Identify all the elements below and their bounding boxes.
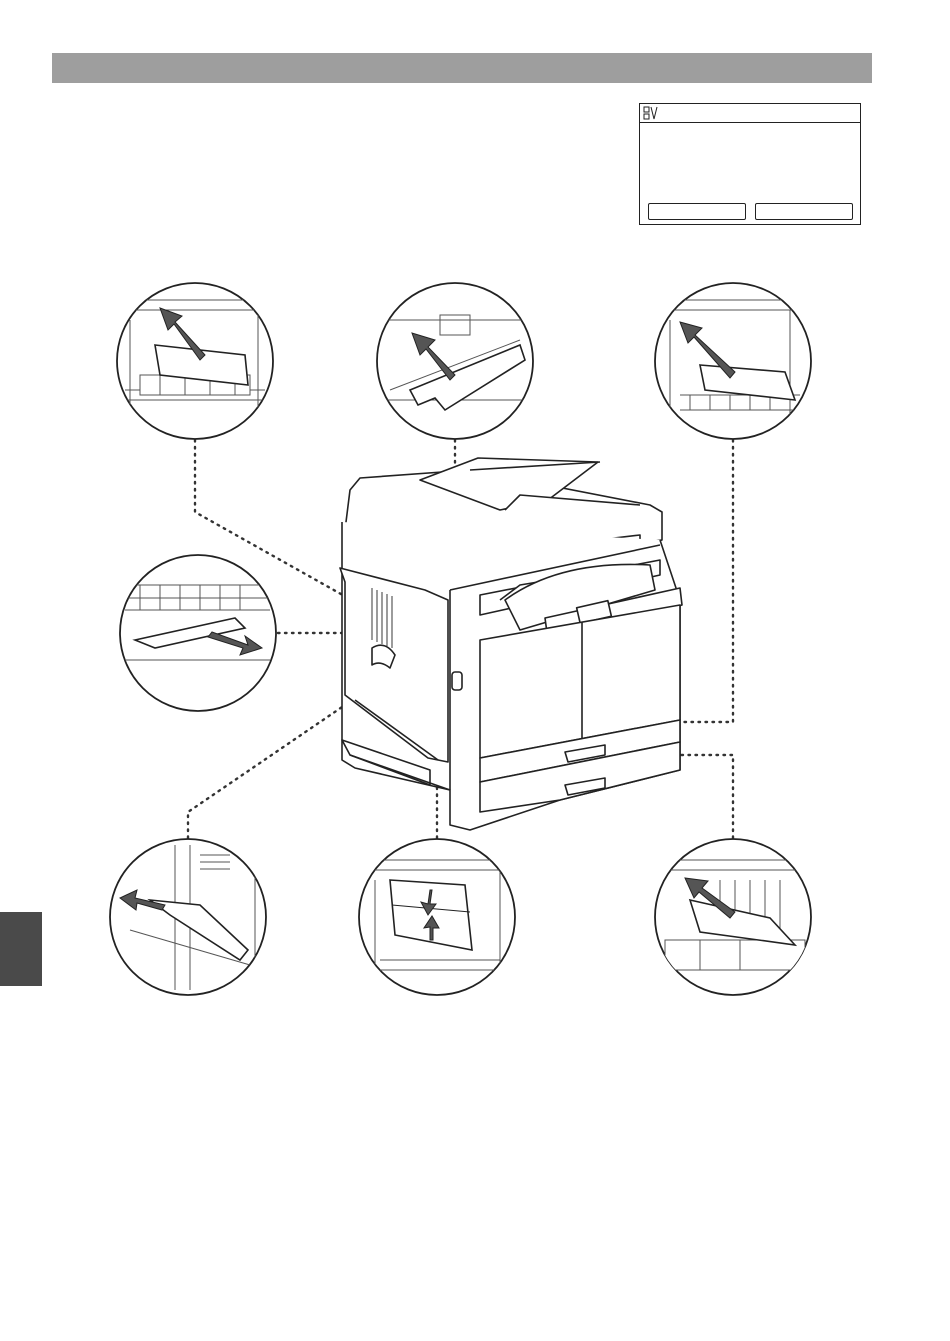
detail-circle-top-left <box>117 283 273 439</box>
detail-circle-bottom-right <box>655 839 811 995</box>
printer-body <box>340 458 682 830</box>
detail-circle-top-right <box>655 283 811 439</box>
detail-circle-top-center <box>377 283 533 439</box>
detail-circle-bottom-center <box>359 839 515 995</box>
detail-circle-mid-left <box>120 555 276 711</box>
leader-line-bottom-left <box>188 705 345 838</box>
detail-circle-bottom-left <box>110 839 266 995</box>
